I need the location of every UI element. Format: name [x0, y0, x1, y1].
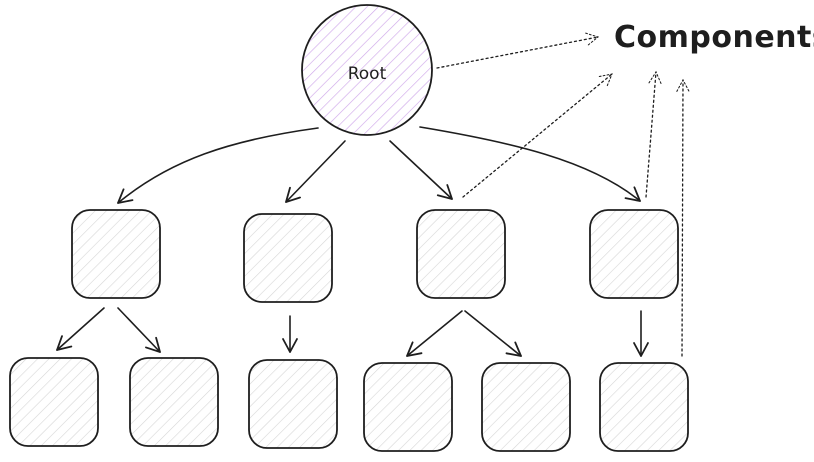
tree-node-l2-1 [9, 357, 99, 447]
arrow-l1-1-to-l2-1 [56, 307, 105, 351]
root-label: Root [348, 64, 387, 84]
arrow-root-to-node-1 [117, 127, 319, 204]
tree-node-l1-4 [589, 209, 679, 299]
dotted-arrow-from-node-l2-6 [682, 80, 683, 357]
arrow-root-to-node-4 [419, 126, 641, 202]
tree-node-l1-3 [416, 209, 506, 299]
tree-node-l2-4 [363, 362, 453, 452]
arrow-root-to-node-2 [285, 140, 346, 203]
arrow-l1-1-to-l2-2 [117, 307, 161, 353]
tree-node-l1-2 [243, 213, 333, 303]
tree-node-l1-1 [71, 209, 161, 299]
tree-node-l2-5 [481, 362, 571, 452]
arrow-l1-3-to-l2-5 [464, 310, 522, 357]
tree-node-l2-2 [129, 357, 219, 447]
tree-node-l2-3 [248, 359, 338, 449]
component-pointer-arrows [436, 37, 683, 357]
root-arrows [117, 126, 641, 204]
level-1-arrows [56, 307, 649, 357]
root-node: Root [301, 4, 433, 136]
arrow-l1-3-to-l2-4 [406, 310, 463, 357]
dotted-arrow-from-root [436, 37, 598, 69]
components-label: Components [614, 20, 814, 55]
level-1-nodes [71, 209, 679, 303]
dotted-arrow-from-node-l1-3 [462, 74, 612, 198]
level-2-nodes [9, 357, 689, 452]
dotted-arrow-from-node-l1-4 [646, 72, 656, 198]
arrow-root-to-node-3 [389, 140, 453, 200]
tree-node-l2-6 [599, 362, 689, 452]
